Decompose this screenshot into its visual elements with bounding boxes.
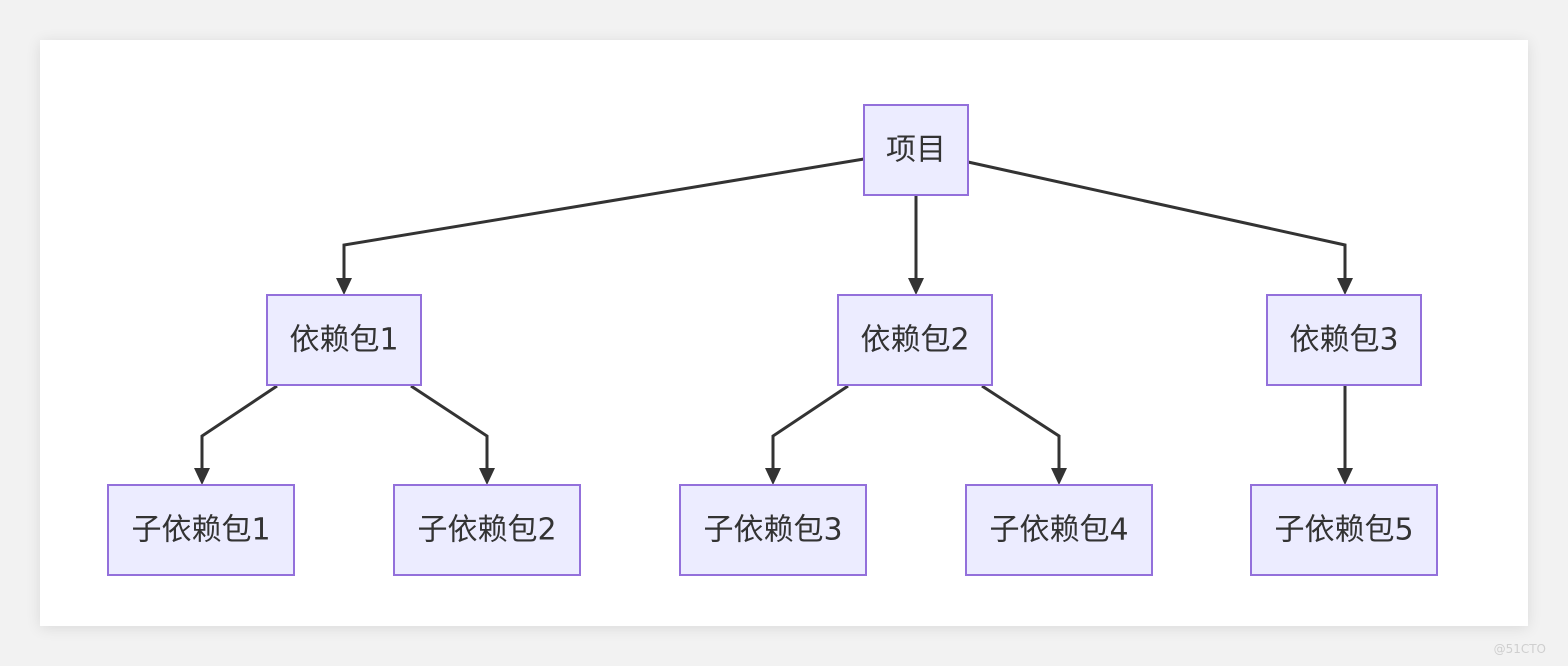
arrow-head-icon [336,278,352,295]
node-d2[interactable]: 依赖包2 [837,294,993,386]
edge-d1-s2 [410,384,495,485]
node-s1[interactable]: 子依赖包1 [107,484,295,576]
node-box [1266,294,1422,386]
node-box [863,104,969,196]
node-label: 依赖包3 [1289,323,1398,358]
node-label: 子依赖包2 [417,513,556,548]
arrow-head-icon [1051,468,1067,485]
node-label: 项目 [886,133,946,168]
node-box [965,484,1153,576]
arrow-head-icon [1337,278,1353,295]
node-box [107,484,295,576]
edge-line [981,384,1061,470]
edge-d2-s3 [765,384,849,485]
node-box [266,294,422,386]
node-s5[interactable]: 子依赖包5 [1250,484,1438,576]
edge-line [410,384,489,470]
edges-layer [194,157,1353,485]
node-label: 子依赖包3 [703,513,842,548]
node-label: 子依赖包4 [989,513,1128,548]
arrow-head-icon [908,278,924,295]
arrow-head-icon [1337,468,1353,485]
node-box [679,484,867,576]
edge-d1-s1 [194,384,278,485]
node-box [1250,484,1438,576]
edge-line [200,384,278,470]
arrow-head-icon [479,468,495,485]
edge-root-d2 [908,195,924,295]
node-label: 依赖包2 [860,323,969,358]
node-label: 子依赖包5 [1274,513,1413,548]
edge-line [967,160,1347,280]
arrow-head-icon [765,468,781,485]
arrow-head-icon [194,468,210,485]
node-s2[interactable]: 子依赖包2 [393,484,581,576]
edge-line [342,157,865,280]
node-label: 依赖包1 [289,323,398,358]
node-d1[interactable]: 依赖包1 [266,294,422,386]
edge-line [771,384,849,470]
edge-d3-s5 [1337,386,1353,485]
edge-root-d1 [336,157,865,295]
edge-root-d3 [967,160,1353,295]
node-box [393,484,581,576]
node-d3[interactable]: 依赖包3 [1266,294,1422,386]
node-s3[interactable]: 子依赖包3 [679,484,867,576]
edge-d2-s4 [981,384,1067,485]
node-label: 子依赖包1 [131,513,270,548]
node-box [837,294,993,386]
node-root[interactable]: 项目 [863,104,969,196]
node-s4[interactable]: 子依赖包4 [965,484,1153,576]
watermark: @51CTO [1493,642,1546,656]
